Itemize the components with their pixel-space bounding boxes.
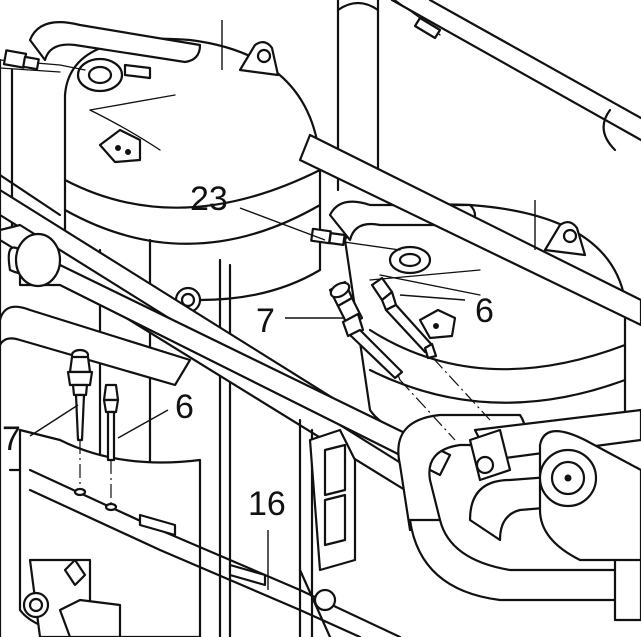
callout-6-lower: 6: [175, 388, 194, 426]
top-frame-tubes: [336, 0, 641, 197]
left-compressor: [63, 37, 322, 637]
callout-7-lower: 7: [2, 420, 21, 458]
sight-glass: [538, 430, 641, 562]
schrader-valve-lower: [102, 383, 120, 462]
schrader-valve-upper: [370, 276, 438, 360]
callout-labels: 23 7 6 7 6 16: [2, 180, 494, 523]
service-valve-upper: [328, 280, 404, 381]
service-valve-lower: [66, 348, 94, 442]
callout-7-upper: 7: [256, 302, 275, 340]
horizontal-tubes: [0, 133, 641, 492]
leader-lines: [29, 20, 536, 590]
assembly-lines-lower: [73, 440, 118, 512]
center-vertical-tubes: [298, 418, 512, 637]
callout-6-upper: 6: [475, 292, 494, 330]
top-left-hose: [0, 21, 202, 93]
assembly-lines-upper: [399, 357, 491, 441]
callout-23: 23: [190, 180, 228, 218]
wire-connector-top: [394, 0, 442, 40]
callout-16: 16: [248, 485, 286, 523]
lower-left-compressor: [8, 428, 402, 637]
